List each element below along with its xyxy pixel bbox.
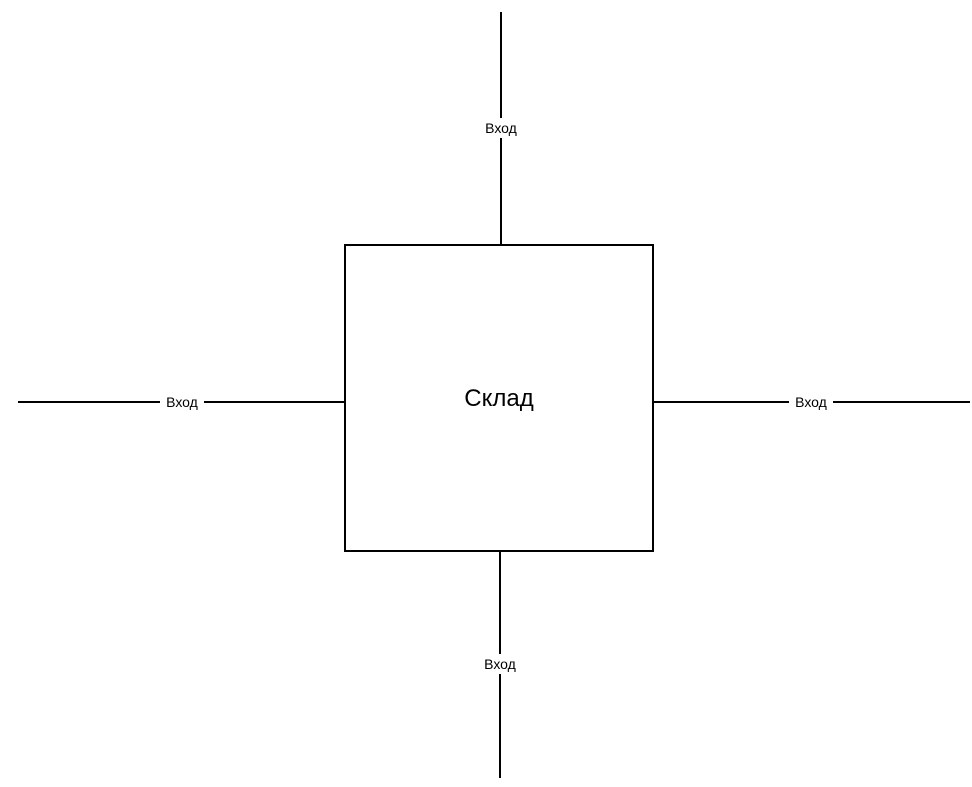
- connector-top: Вход: [478, 12, 524, 245]
- connector-right-label: Вход: [795, 394, 827, 410]
- connector-bottom-label: Вход: [484, 656, 516, 672]
- warehouse-node: Склад: [344, 244, 654, 552]
- connector-bottom: Вход: [477, 551, 523, 778]
- connector-left: Вход: [18, 392, 345, 412]
- connector-left-label: Вход: [166, 394, 198, 410]
- warehouse-box: [344, 244, 654, 552]
- warehouse-label: Склад: [464, 385, 533, 412]
- connector-right: Вход: [653, 392, 970, 412]
- connector-top-label: Вход: [485, 120, 517, 136]
